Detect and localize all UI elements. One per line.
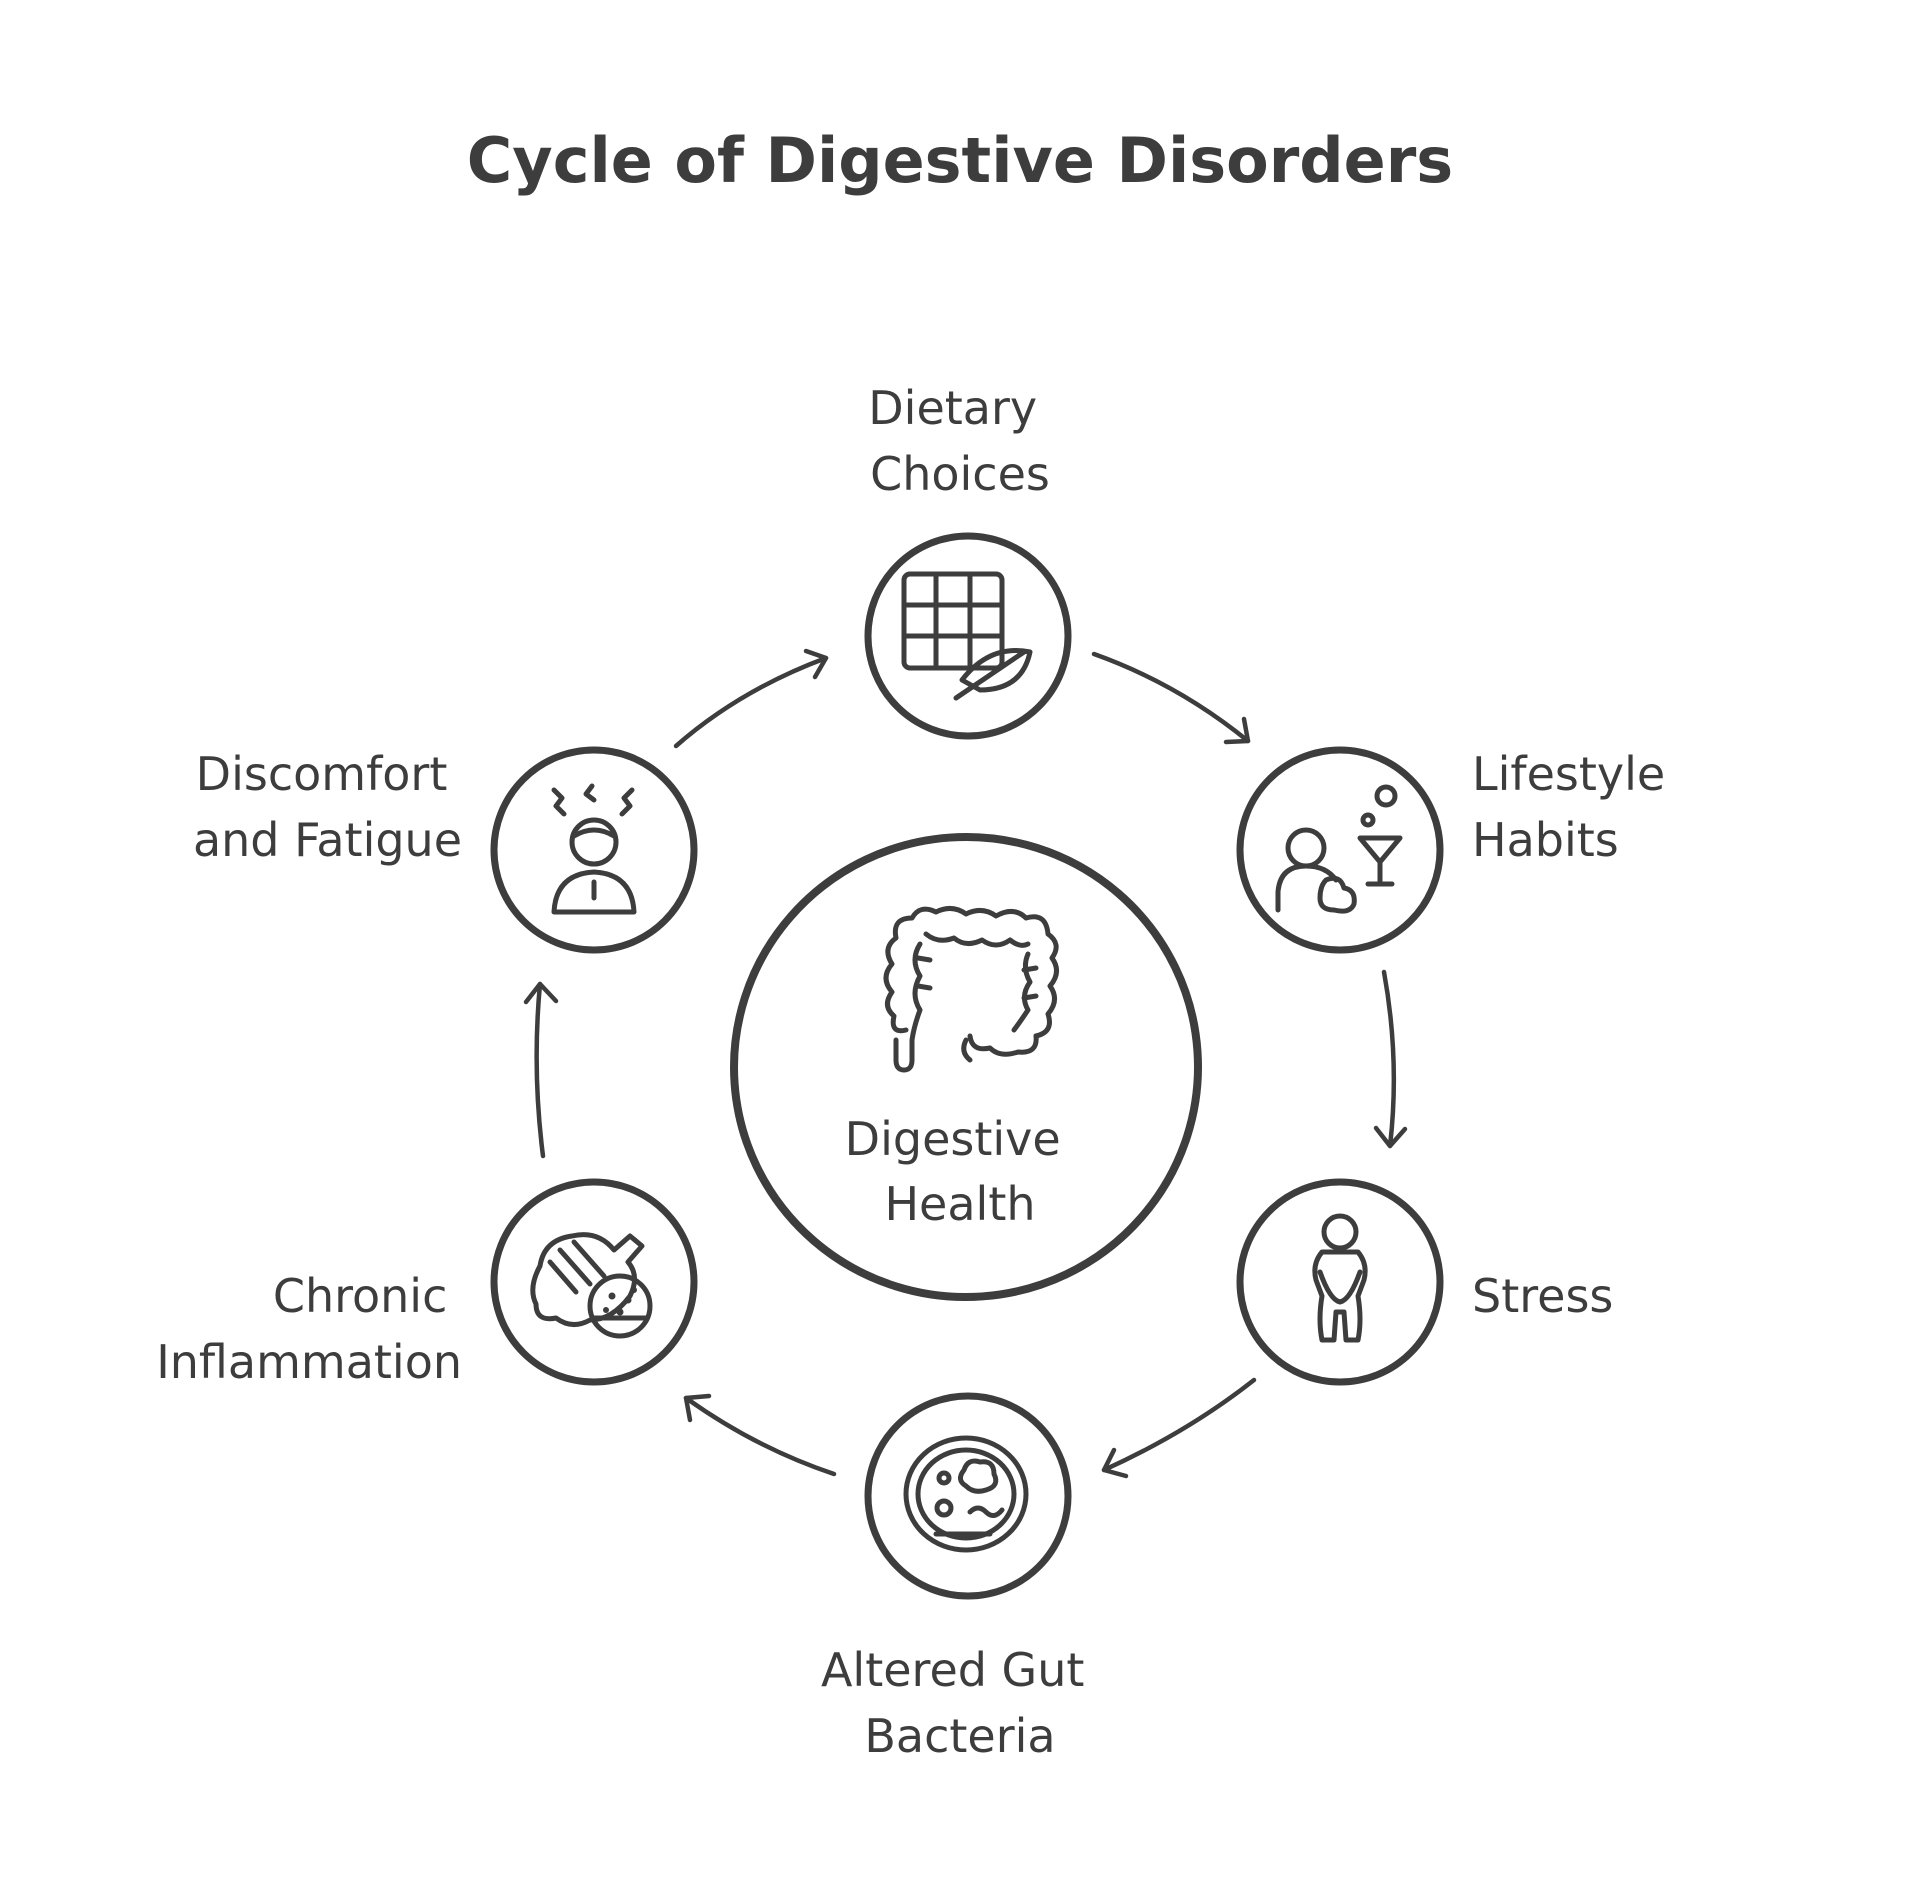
node-circle-lifestyle-habits — [1236, 746, 1444, 954]
meal-grid-leaf-icon — [901, 571, 1033, 701]
petri-dish-icon — [903, 1435, 1029, 1553]
node-label-chronic-inflammation-line-1: Chronic — [273, 1269, 448, 1323]
center-label-line-2: Health — [884, 1177, 1035, 1231]
node-chronic-inflammation: Chronic Inflammation — [156, 1178, 698, 1389]
node-label-dietary-choices-line-2: Choices — [870, 447, 1050, 501]
node-label-dietary-choices: Dietary Choices — [868, 381, 1052, 501]
node-circle-discomfort-and-fatigue — [490, 746, 698, 954]
node-label-discomfort-and-fatigue-line-1: Discomfort — [196, 747, 448, 801]
node-altered-gut-bacteria: Altered Gut Bacteria — [821, 1392, 1099, 1763]
node-label-lifestyle-habits-line-2: Habits — [1472, 813, 1619, 867]
center-label-line-1: Digestive — [845, 1112, 1061, 1166]
node-label-discomfort-and-fatigue: Discomfort and Fatigue — [193, 747, 462, 867]
person-drink-icon — [1275, 784, 1403, 914]
node-label-stress: Stress — [1472, 1269, 1613, 1323]
arrow-stress-to-bacteria — [1101, 1377, 1257, 1479]
center-circle — [730, 832, 1202, 1302]
center-node: Digestive Health — [730, 832, 1202, 1302]
arrow-lifestyle-to-stress — [1373, 969, 1408, 1149]
inflamed-tissue-icon — [530, 1232, 653, 1339]
node-label-altered-gut-bacteria: Altered Gut Bacteria — [821, 1643, 1099, 1763]
node-label-lifestyle-habits: Lifestyle Habits — [1472, 747, 1680, 867]
center-label: Digestive Health — [845, 1112, 1076, 1231]
node-label-chronic-inflammation: Chronic Inflammation — [156, 1269, 462, 1389]
node-stress: Stress — [1236, 1178, 1613, 1386]
arrow-bacteria-to-inflammation — [683, 1393, 837, 1477]
diagram-title: Cycle of Digestive Disorders — [467, 124, 1453, 197]
node-dietary-choices: Dietary Choices — [864, 381, 1072, 740]
arrow-inflammation-to-discomfort — [523, 981, 559, 1159]
node-circle-stress — [1236, 1178, 1444, 1386]
node-label-dietary-choices-line-1: Dietary — [868, 381, 1037, 435]
node-lifestyle-habits: Lifestyle Habits — [1236, 746, 1680, 954]
cycle-arrows — [523, 648, 1408, 1479]
node-circle-altered-gut-bacteria — [864, 1392, 1072, 1600]
node-discomfort-and-fatigue: Discomfort and Fatigue — [193, 746, 698, 954]
tired-person-icon — [551, 783, 637, 915]
node-label-altered-gut-bacteria-line-2: Bacteria — [864, 1709, 1055, 1763]
intestine-icon — [883, 906, 1059, 1073]
node-label-discomfort-and-fatigue-line-2: and Fatigue — [193, 813, 462, 867]
arrow-dietary-to-lifestyle — [1091, 651, 1251, 745]
node-circle-chronic-inflammation — [490, 1178, 698, 1386]
arrow-discomfort-to-dietary — [673, 648, 829, 749]
node-label-lifestyle-habits-line-1: Lifestyle — [1472, 747, 1665, 801]
node-label-altered-gut-bacteria-line-1: Altered Gut — [821, 1643, 1084, 1697]
stressed-person-icon — [1312, 1213, 1368, 1343]
node-label-chronic-inflammation-line-2: Inflammation — [156, 1335, 462, 1389]
